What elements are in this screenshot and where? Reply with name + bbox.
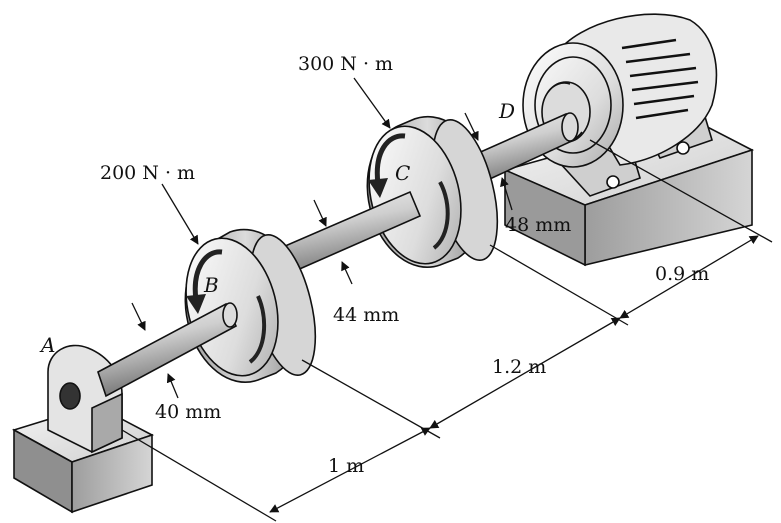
label-point-b: B — [203, 273, 219, 297]
label-point-c: C — [395, 161, 410, 185]
label-diameter-bc: 44 mm — [333, 304, 399, 326]
label-diameter-ab: 40 mm — [155, 401, 221, 423]
motor-fins — [621, 38, 699, 120]
torque-c-leader — [353, 77, 391, 129]
label-length-cd: 0.9 m — [655, 263, 709, 285]
shaft-ab — [97, 302, 238, 398]
label-length-ab: 1 m — [328, 455, 364, 477]
label-diameter-cd: 48 mm — [505, 214, 571, 236]
gear-c — [366, 115, 499, 268]
label-torque-c: 300 N · m — [298, 53, 393, 75]
torque-arrow-c — [368, 133, 450, 250]
label-torque-b: 200 N · m — [100, 162, 195, 184]
torque-b-leader — [161, 183, 199, 245]
length-dimensions — [121, 139, 773, 522]
label-point-a: A — [39, 333, 55, 357]
label-length-bc: 1.2 m — [492, 356, 546, 378]
torque-arrow-b — [186, 249, 267, 364]
diameter-arrows — [131, 112, 513, 399]
support-a — [11, 344, 155, 514]
label-point-d: D — [498, 99, 515, 123]
